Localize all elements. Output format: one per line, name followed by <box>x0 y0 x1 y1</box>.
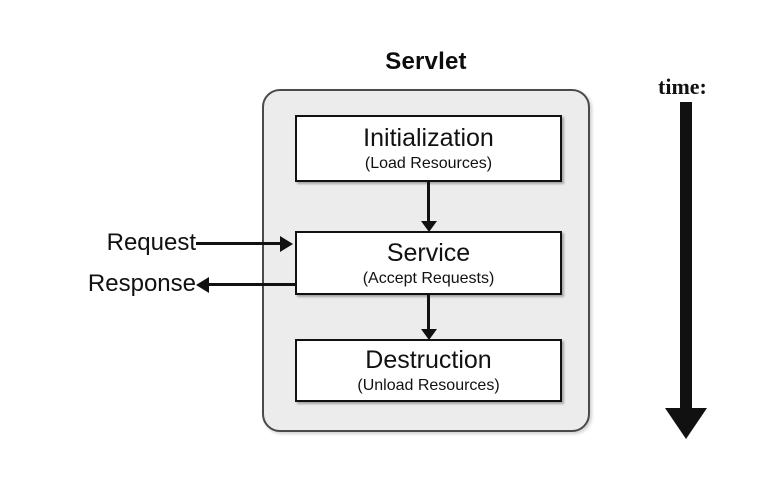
stage-title: Initialization <box>363 124 494 152</box>
arrow-left-icon <box>196 277 209 293</box>
stage-subtitle: (Accept Requests) <box>362 269 495 287</box>
arrow-down-icon <box>421 329 437 340</box>
time-axis-shaft <box>680 102 692 412</box>
servlet-container: Initialization (Load Resources) Service … <box>262 89 590 432</box>
time-axis-label: time: <box>658 74 707 99</box>
down-arrow-icon <box>665 408 707 439</box>
stage-box-initialization: Initialization (Load Resources) <box>295 115 562 182</box>
response-arrow-line <box>209 283 295 286</box>
response-label: Response <box>87 270 196 297</box>
stage-subtitle: (Load Resources) <box>364 155 493 172</box>
stage-box-service: Service (Accept Requests) <box>295 231 562 295</box>
arrow-down-icon <box>421 221 437 232</box>
arrow-right-icon <box>280 236 293 252</box>
stage-box-destruction: Destruction (Unload Resources) <box>295 339 562 402</box>
connector-line-service-to-destruction <box>427 295 430 331</box>
connector-line-init-to-service <box>427 182 430 223</box>
stage-title: Service <box>386 238 471 267</box>
stage-subtitle: (Unload Resources) <box>357 377 500 394</box>
request-label: Request <box>106 229 196 256</box>
request-arrow-line <box>196 242 282 245</box>
stage-title: Destruction <box>365 346 492 374</box>
page-title: Servlet <box>385 48 467 75</box>
